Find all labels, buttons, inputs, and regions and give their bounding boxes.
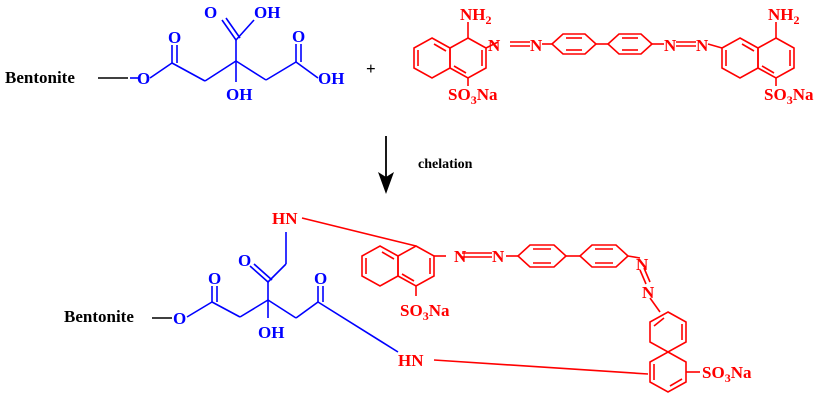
bentonite-label: Bentonite [5, 68, 75, 87]
bentonite-label: Bentonite [64, 307, 134, 326]
sulfonate-group: SO3Na [702, 363, 752, 385]
bentonite-citrate-reactant: Bentonite O O O OH OH O OH [5, 3, 344, 104]
hydroxyl-group: OH [226, 85, 252, 104]
amide-hn: HN [272, 209, 298, 228]
citrate-skeleton [186, 232, 399, 353]
hydroxyl-group: OH [258, 323, 284, 342]
plus-sign: + [366, 59, 376, 78]
azo-nitrogen: N [530, 36, 543, 55]
carbonyl-oxygen: O [292, 27, 305, 46]
azo-nitrogen: N [454, 247, 467, 266]
hydroxyl-group: OH [254, 3, 280, 22]
sulfonate-group: SO3Na [764, 85, 814, 107]
carbonyl-oxygen: O [314, 269, 327, 288]
citrate-skeleton [130, 17, 319, 82]
amide-hn: HN [398, 351, 424, 370]
congo-red-product: HN HN [272, 209, 752, 393]
bentonite-citrate-product: Bentonite O O O OH O [64, 232, 399, 353]
chelation-label: chelation [418, 157, 473, 172]
azo-nitrogen: N [492, 247, 505, 266]
dye-skeleton [301, 217, 700, 393]
ester-oxygen: O [173, 309, 186, 328]
sulfonate-group: SO3Na [448, 85, 498, 107]
amino-group: NH2 [768, 5, 800, 27]
amino-group: NH2 [460, 5, 492, 27]
azo-nitrogen: N [696, 36, 709, 55]
azo-nitrogen: N [636, 255, 649, 274]
hydroxyl-group: OH [318, 69, 344, 88]
congo-red-reactant: NH2 N N N N SO3Na NH2 SO3Na [413, 5, 814, 107]
carbonyl-oxygen: O [238, 251, 251, 270]
dye-skeleton [413, 22, 795, 86]
carbonyl-oxygen: O [208, 269, 221, 288]
sulfonate-group: SO3Na [400, 301, 450, 323]
ester-oxygen: O [137, 69, 150, 88]
reaction-arrow [378, 136, 394, 194]
azo-nitrogen: N [488, 36, 501, 55]
carbonyl-oxygen: O [168, 28, 181, 47]
azo-nitrogen: N [642, 283, 655, 302]
carbonyl-oxygen: O [204, 3, 217, 22]
azo-nitrogen: N [664, 36, 677, 55]
